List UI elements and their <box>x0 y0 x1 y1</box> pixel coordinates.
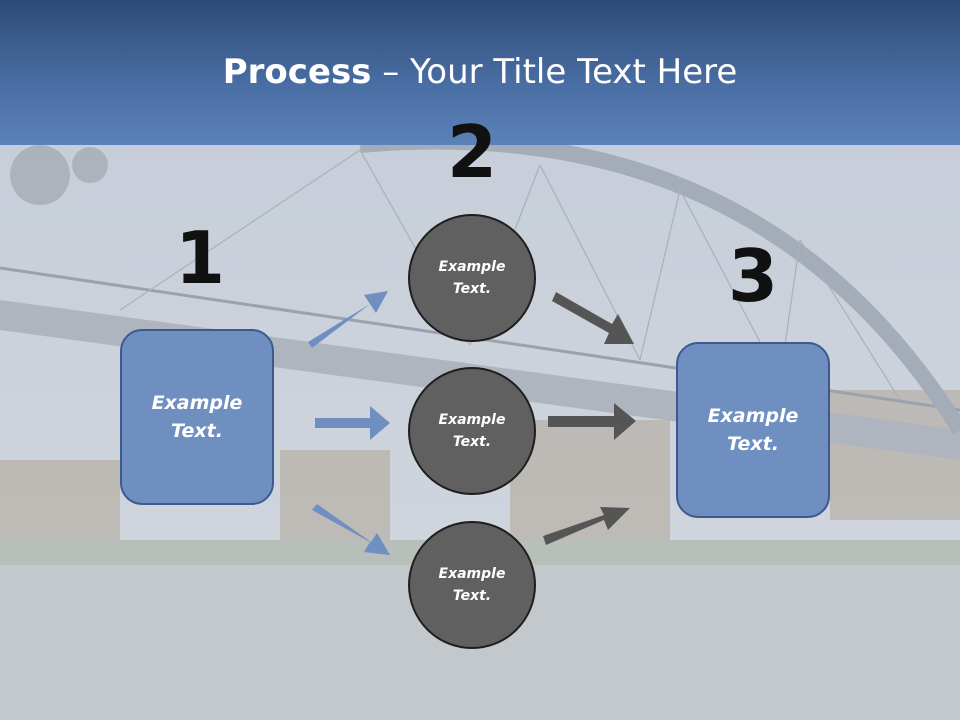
circle-bottom-label: Example Text. <box>438 565 506 604</box>
right-box-label: Example Text. <box>707 404 799 456</box>
title-header-bar <box>0 0 960 145</box>
right-box: Example Text. <box>676 342 830 518</box>
circle-top-label: Example Text. <box>438 258 506 297</box>
step-number-3: 3 <box>727 234 779 318</box>
circle-top: Example Text. <box>408 214 536 342</box>
step-number-1: 1 <box>174 216 226 300</box>
circle-middle-label: Example Text. <box>438 411 506 450</box>
slide-title: Process – Your Title Text Here <box>0 52 960 92</box>
title-rest: – Your Title Text Here <box>371 52 738 92</box>
circle-bottom: Example Text. <box>408 521 536 649</box>
circle-middle: Example Text. <box>408 367 536 495</box>
step-number-2: 2 <box>446 110 498 194</box>
title-bold: Process <box>222 52 372 92</box>
left-box-label: Example Text. <box>151 391 243 443</box>
left-box: Example Text. <box>120 329 274 505</box>
